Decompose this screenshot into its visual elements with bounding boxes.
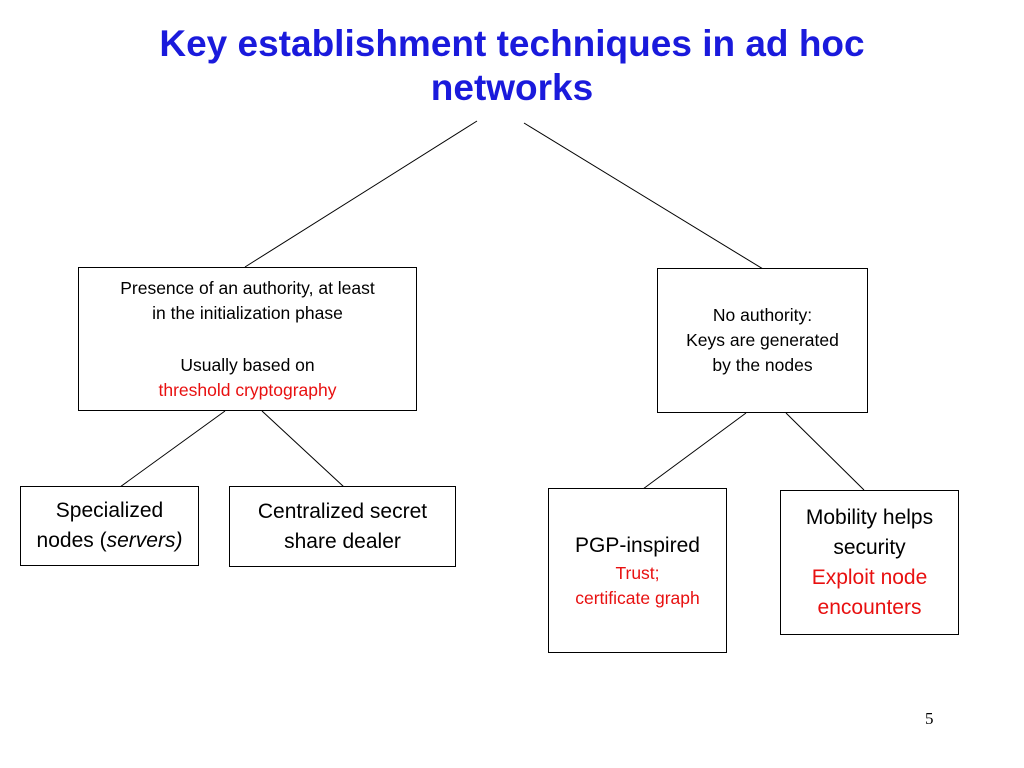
page-number: 5 [925,709,934,728]
mobility-box: Mobility helps security Exploit node enc… [780,490,959,635]
title-line-1: Key establishment techniques in ad hoc [159,23,865,64]
no-authority-box: No authority: Keys are generated by the … [657,268,868,413]
authority-box: Presence of an authority, at least in th… [78,267,417,411]
pgp-box: PGP-inspired Trust; certificate graph [548,488,727,653]
edge-no-authority-to-mobility [785,412,865,491]
title-line-2: networks [430,67,594,108]
centralized-line-1: Centralized secret [257,499,428,523]
slide-title: Key establishment techniques in ad hoc n… [112,22,912,110]
centralized-line-2: share dealer [284,529,401,553]
specialized-line-2: nodes (servers) [37,526,183,556]
mobility-line-3: Exploit node [811,565,928,589]
specialized-nodes-box: Specialized nodes (servers) [20,486,199,566]
authority-line-3: Usually based on [180,354,315,375]
no-authority-line-3: by the nodes [712,355,813,375]
specialized-line-1: Specialized [55,499,164,522]
centralized-dealer-box: Centralized secret share dealer [229,486,456,567]
edge-authority-to-centralized [261,410,345,488]
mobility-line-1: Mobility helps [805,505,934,529]
edge-no-authority-to-pgp [642,412,747,490]
edge-title-to-no-authority [523,122,764,270]
mobility-line-2: security [833,535,906,559]
no-authority-line-1: No authority: [712,305,813,325]
mobility-line-4: encounters [817,595,922,619]
pgp-line-1: PGP-inspired [575,533,700,557]
edge-title-to-authority [244,120,478,268]
authority-line-1: Presence of an authority, at least [120,277,375,298]
specialized-line-2-prefix: nodes ( [36,529,107,552]
pgp-line-3: certificate graph [575,587,700,608]
no-authority-line-2: Keys are generated [686,330,839,350]
specialized-line-2-italic: servers) [106,529,183,552]
authority-line-2: in the initialization phase [152,302,343,323]
authority-line-4: threshold cryptography [158,379,337,400]
pgp-line-2: Trust; [615,562,660,583]
edge-authority-to-specialized [119,410,226,488]
